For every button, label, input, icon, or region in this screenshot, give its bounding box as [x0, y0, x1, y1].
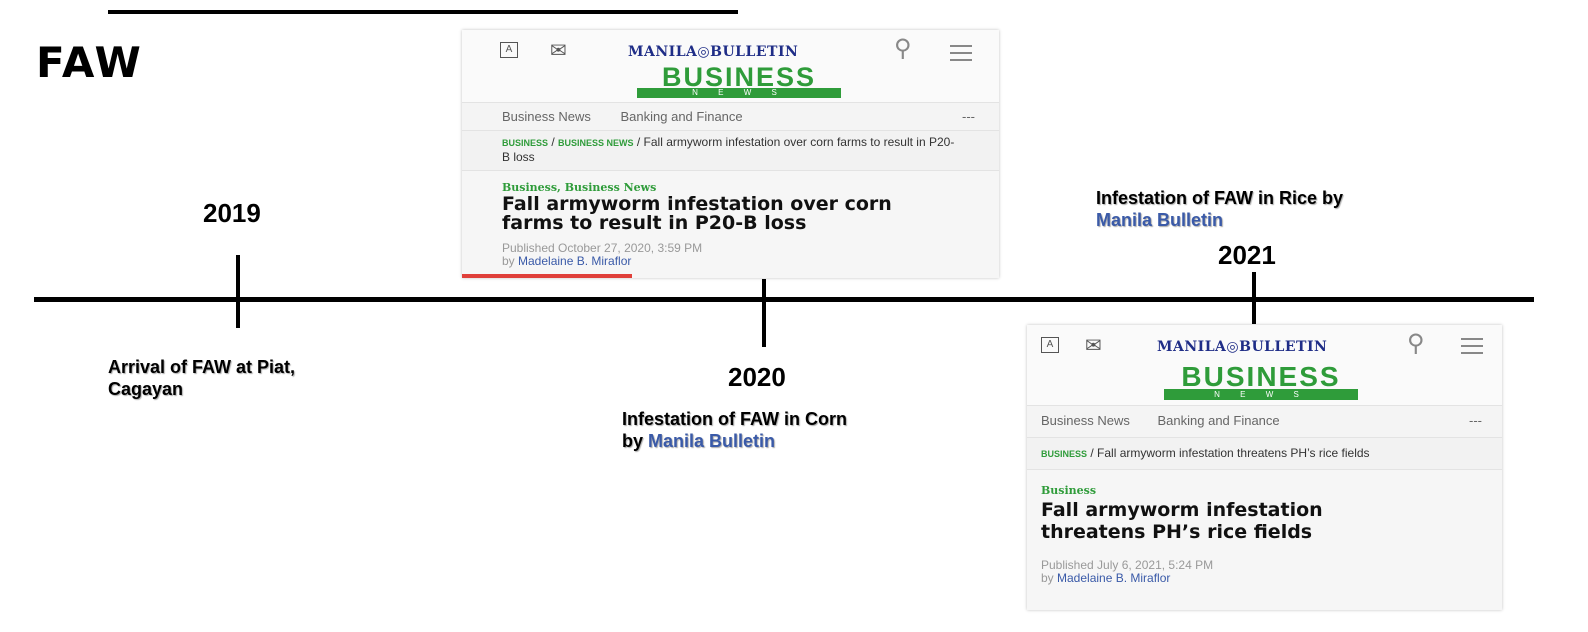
nav-bar: Business News Banking and Finance ---	[462, 102, 999, 131]
nav-more[interactable]: ---	[1469, 413, 1482, 428]
timeline-axis	[34, 297, 1534, 302]
top-rule	[108, 10, 738, 14]
article-published: Published October 27, 2020, 3:59 PM by M…	[502, 242, 959, 268]
article-headline: Fall armyworm infestation over corn farm…	[502, 193, 892, 234]
menu-icon[interactable]	[1461, 338, 1483, 354]
by-text: by	[1041, 571, 1058, 585]
timeline-tick-2020	[762, 279, 766, 347]
masthead-logo: MANILA◎BULLETIN	[1157, 339, 1328, 355]
article-category[interactable]: Business, Business News	[502, 181, 657, 194]
article-screenshot-corn: A ✉ MANILA◎BULLETIN BUSINESS N E W S ⚲ B…	[462, 30, 999, 278]
mail-icon[interactable]: ✉	[1085, 335, 1102, 357]
manila-bulletin-link-2021[interactable]: Manila Bulletin	[1096, 210, 1224, 230]
page-title: FAW	[36, 38, 143, 87]
year-2019: 2019	[203, 198, 261, 228]
author-link[interactable]: Madelaine B. Miraflor	[518, 254, 632, 268]
mail-icon[interactable]: ✉	[550, 40, 567, 62]
breadcrumb-business[interactable]: BUSINESS	[1041, 449, 1088, 459]
year-2021: 2021	[1218, 240, 1276, 270]
breadcrumb-business[interactable]: BUSINESS	[502, 138, 549, 148]
translate-icon[interactable]: A	[500, 42, 518, 58]
by-text: by	[502, 254, 519, 268]
menu-icon[interactable]	[950, 45, 972, 61]
published-date: Published October 27, 2020, 3:59 PM	[502, 241, 703, 255]
breadcrumb: BUSINESS / BUSINESS NEWS / Fall armyworm…	[462, 131, 999, 171]
event-label-2020-by: by	[622, 431, 649, 451]
nav-bar: Business News Banking and Finance ---	[1027, 405, 1502, 438]
translate-icon[interactable]: A	[1041, 337, 1059, 353]
manila-bulletin-link-2020[interactable]: Manila Bulletin	[648, 431, 776, 451]
article-headline: Fall armyworm infestation threatens PH’s…	[1041, 499, 1323, 543]
timeline-tick-2019	[236, 255, 240, 328]
article-screenshot-rice: A ✉ MANILA◎BULLETIN BUSINESS N E W S ⚲ B…	[1027, 325, 1502, 610]
nav-business-news[interactable]: Business News	[1041, 413, 1130, 428]
nav-more[interactable]: ---	[962, 109, 975, 124]
author-link[interactable]: Madelaine B. Miraflor	[1057, 571, 1171, 585]
breadcrumb: BUSINESS / Fall armyworm infestation thr…	[1027, 438, 1502, 470]
business-section-logo: BUSINESS	[1181, 361, 1341, 392]
business-section-logo: BUSINESS	[661, 62, 817, 92]
year-2020: 2020	[728, 362, 786, 392]
business-news-subtitle: N E W S	[637, 88, 841, 98]
breadcrumb-title: / Fall armyworm infestation over corn fa…	[502, 135, 955, 164]
article-published: Published July 6, 2021, 5:24 PM by Madel…	[1041, 559, 1488, 585]
event-label-2020-line1: Infestation of FAW in Corn	[622, 409, 847, 429]
nav-business-news[interactable]: Business News	[502, 109, 591, 124]
progress-bar	[462, 274, 632, 278]
event-label-2019-line2: Cagayan	[108, 379, 184, 399]
event-label-2019: Arrival of FAW at Piat, Cagayan	[108, 356, 295, 400]
business-news-subtitle: N E W S	[1164, 389, 1358, 400]
event-label-2021: Infestation of FAW in Rice by Manila Bul…	[1096, 187, 1343, 231]
nav-banking-finance[interactable]: Banking and Finance	[620, 109, 743, 124]
breadcrumb-business-news[interactable]: BUSINESS NEWS	[558, 138, 634, 148]
site-header: A ✉ MANILA◎BULLETIN BUSINESS N E W S ⚲	[1027, 325, 1502, 405]
event-label-2021-line1: Infestation of FAW in Rice by	[1096, 188, 1344, 208]
breadcrumb-sep: /	[548, 135, 559, 149]
article-category[interactable]: Business	[1041, 484, 1097, 497]
event-label-2020: Infestation of FAW in Corn by Manila Bul…	[622, 408, 847, 452]
breadcrumb-title: / Fall armyworm infestation threatens PH…	[1087, 446, 1370, 460]
search-icon[interactable]: ⚲	[1407, 330, 1425, 357]
masthead-logo: MANILA◎BULLETIN	[628, 44, 799, 60]
search-icon[interactable]: ⚲	[894, 35, 912, 62]
nav-banking-finance[interactable]: Banking and Finance	[1157, 413, 1280, 428]
event-label-2019-line1: Arrival of FAW at Piat,	[108, 357, 296, 377]
site-header: A ✉ MANILA◎BULLETIN BUSINESS N E W S ⚲	[462, 30, 999, 102]
timeline-tick-2021	[1252, 272, 1256, 324]
published-date: Published July 6, 2021, 5:24 PM	[1041, 558, 1214, 572]
